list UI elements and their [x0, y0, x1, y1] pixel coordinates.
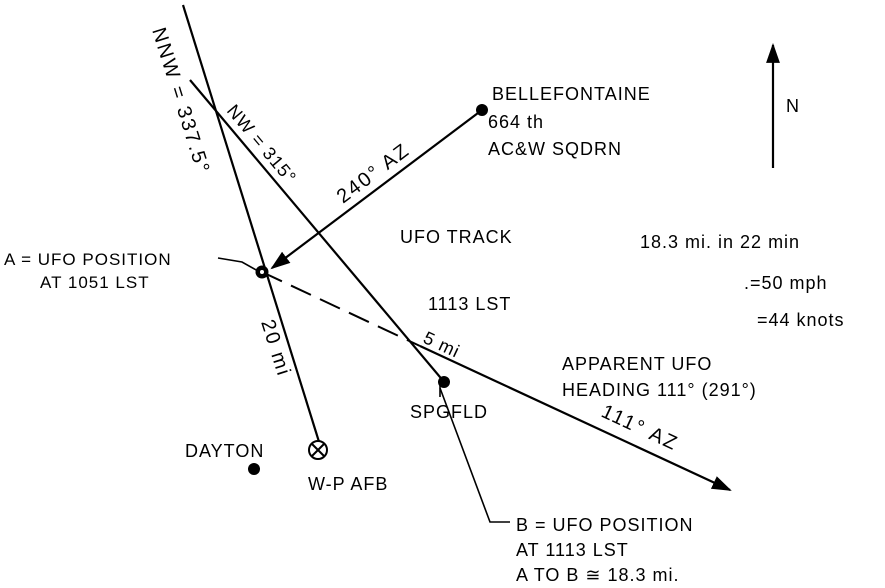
ufo-track-dashed-line — [261, 271, 421, 347]
heading-line1: APPARENT UFO — [562, 354, 712, 374]
position-b-line2: AT 1113 LST — [516, 540, 629, 560]
springfield-marker — [438, 376, 450, 388]
radar-azimuth-240-arrow — [270, 109, 483, 270]
nw-bearing-line — [189, 79, 446, 384]
dayton-label: DAYTON — [185, 441, 264, 461]
ufo-track-label: UFO TRACK — [400, 227, 513, 247]
speed-line1: 18.3 mi. in 22 min — [640, 232, 800, 252]
position-b-line3: A TO B ≅ 18.3 mi. — [516, 565, 679, 585]
wp-afb-label: W-P AFB — [308, 474, 388, 494]
radar-unit-line1: 664 th — [488, 112, 544, 132]
ufo-heading-111-arrow — [419, 345, 732, 491]
position-b-leader — [439, 387, 510, 523]
dayton-marker — [248, 463, 260, 475]
nnw-bearing-line — [181, 4, 322, 446]
nnw-bearing-label: NNW = 337.5° — [147, 25, 214, 177]
position-a-marker-ring — [260, 270, 264, 274]
position-a-leader — [217, 257, 259, 272]
wp-afb-marker — [308, 440, 328, 460]
north-label: N — [786, 96, 800, 116]
speed-line3: =44 knots — [757, 310, 845, 330]
azimuth-240-label: 240° AZ — [333, 139, 414, 208]
springfield-label: SPGFLD — [410, 402, 488, 422]
heading-line2: HEADING 111° (291°) — [562, 380, 757, 400]
radar-unit-line2: AC&W SQDRN — [488, 139, 622, 159]
speed-line2: .=50 mph — [744, 273, 828, 293]
nw-bearing-label: NW = 315° — [223, 101, 301, 188]
position-a-line2: AT 1051 LST — [40, 273, 150, 292]
time-1113-label: 1113 LST — [428, 294, 511, 314]
position-b-line1: B = UFO POSITION — [516, 515, 694, 535]
position-a-line1: A = UFO POSITION — [4, 250, 172, 269]
bellefontaine-marker — [476, 104, 488, 116]
bellefontaine-name: BELLEFONTAINE — [492, 84, 651, 104]
